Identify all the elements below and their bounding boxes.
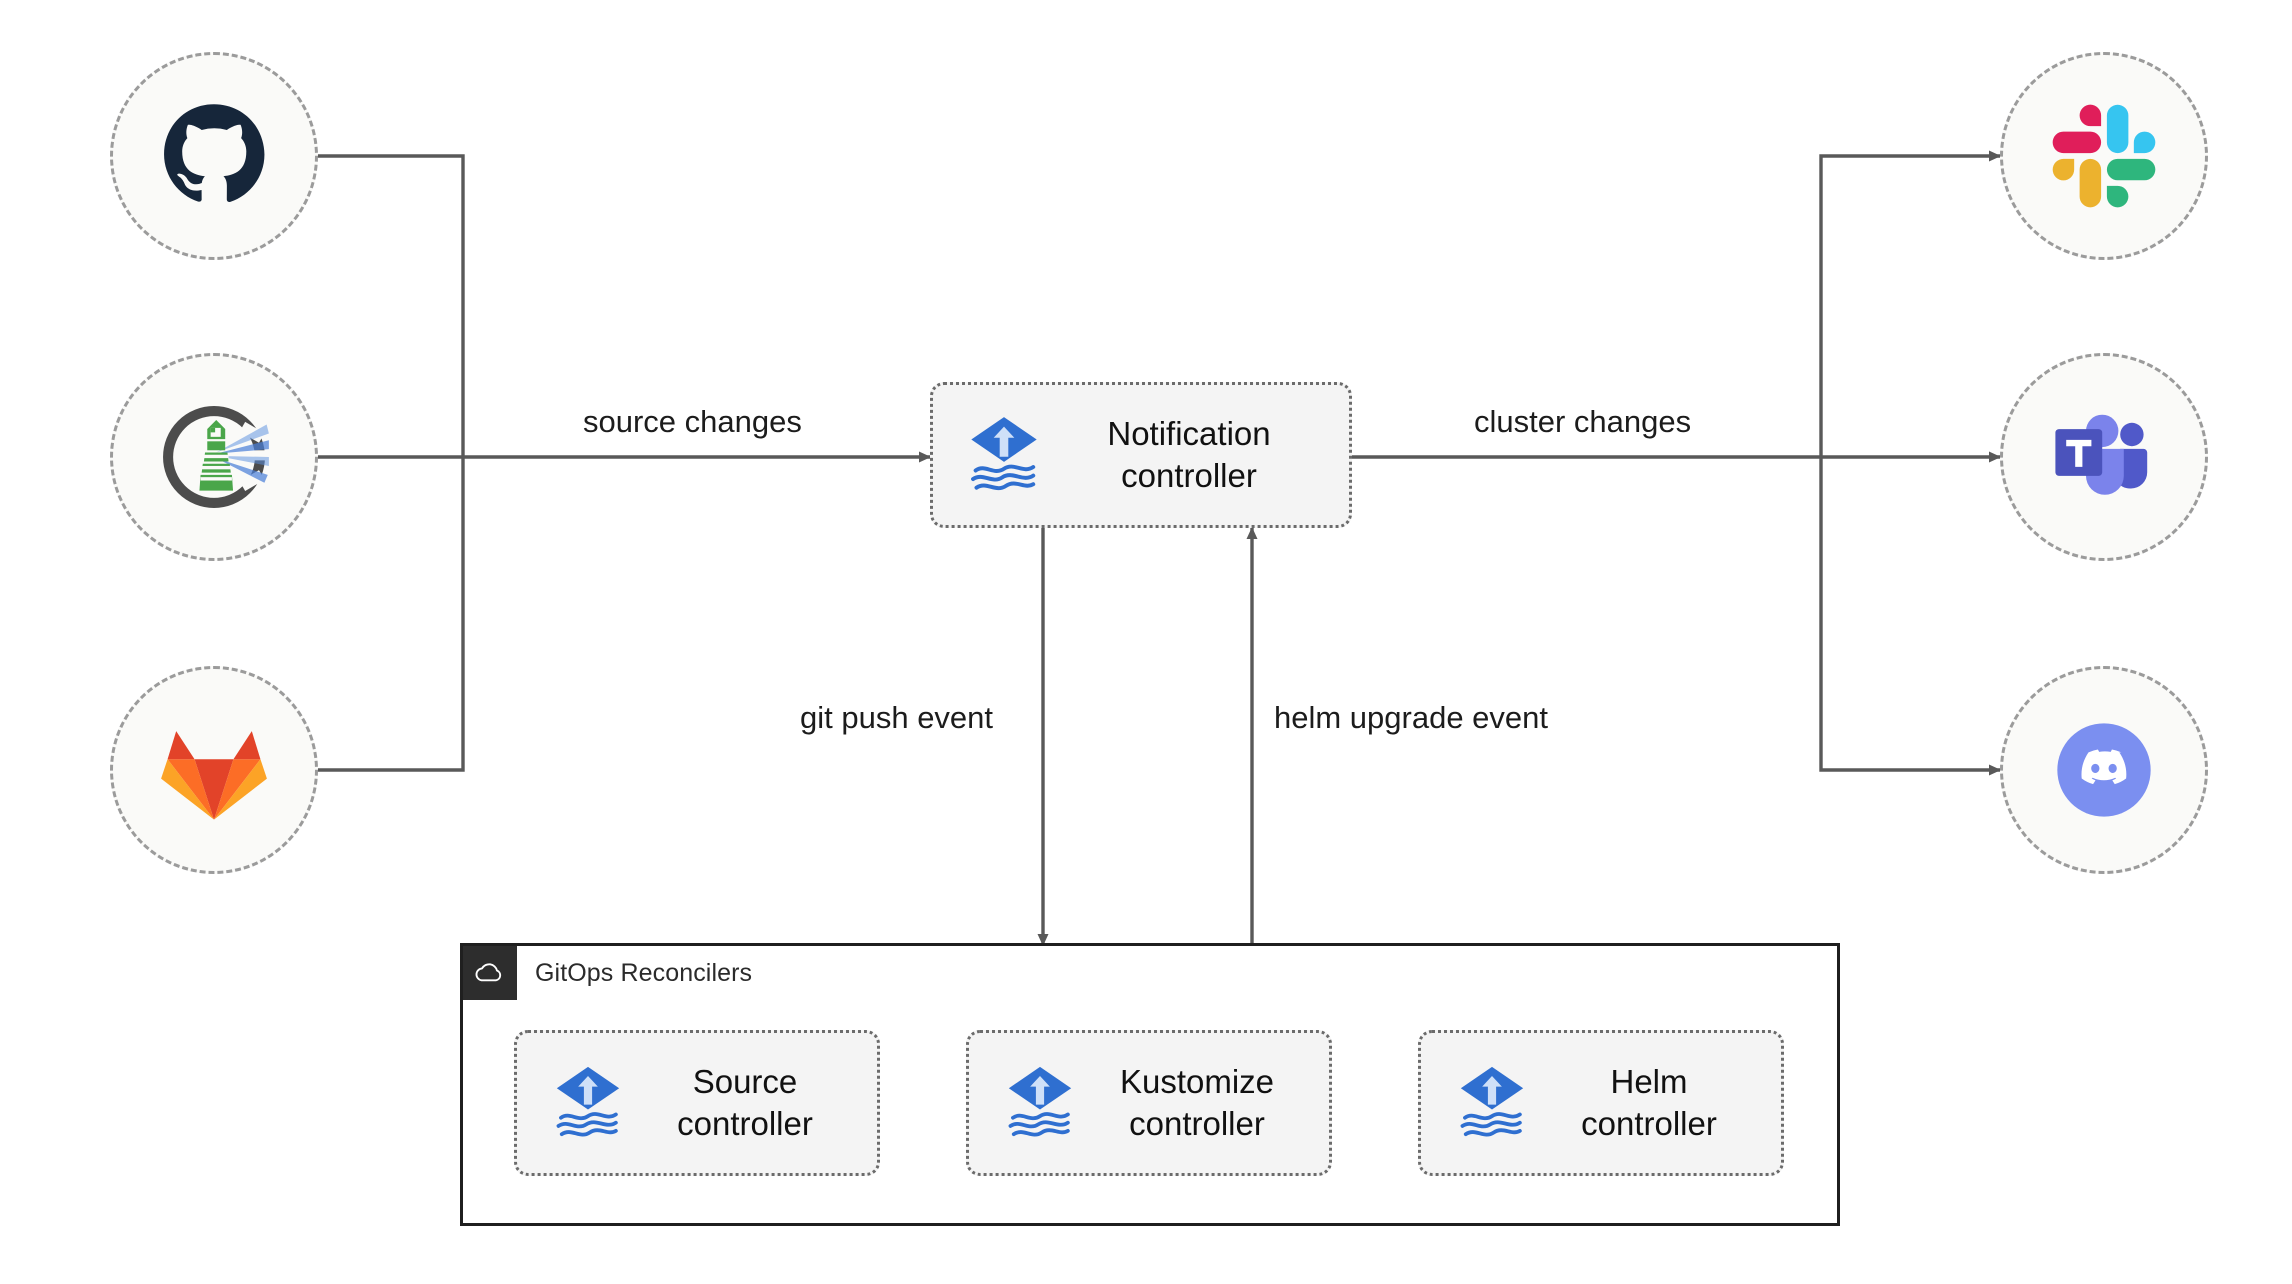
helm-controller-label: Helm controller	[1581, 1063, 1717, 1142]
slack-icon	[2041, 93, 2166, 218]
kustomize-controller-box[interactable]: Kustomize controller	[966, 1030, 1332, 1176]
gitea-icon	[151, 394, 276, 519]
github-icon	[151, 93, 276, 218]
gitlab-icon	[151, 707, 276, 832]
helm-controller-box[interactable]: Helm controller	[1418, 1030, 1784, 1176]
destination-node-teams[interactable]	[2000, 353, 2208, 561]
teams-icon	[2041, 394, 2166, 519]
gitops-group-header: GitOps Reconcilers	[463, 946, 923, 1000]
source-node-gitlab[interactable]	[110, 666, 318, 874]
source-node-gitea[interactable]	[110, 353, 318, 561]
edge-label-helm-upgrade-event: helm upgrade event	[1274, 700, 1549, 735]
edge-label-git-push-event: git push event	[800, 700, 994, 735]
edge-label-cluster-changes: cluster changes	[1474, 404, 1692, 439]
flux-icon	[1447, 1053, 1537, 1153]
flux-icon	[543, 1053, 633, 1153]
notification-controller-box[interactable]: Notification controller	[930, 382, 1352, 528]
notification-controller-label: Notification controller	[1107, 415, 1271, 494]
discord-icon	[2041, 707, 2166, 832]
edge-trunk-to-slack	[1819, 150, 2001, 457]
flux-icon	[959, 405, 1049, 505]
edge-label-source-changes: source changes	[583, 404, 802, 439]
kustomize-controller-label: Kustomize controller	[1119, 1063, 1275, 1142]
destination-node-discord[interactable]	[2000, 666, 2208, 874]
source-controller-box[interactable]: Source controller	[514, 1030, 880, 1176]
cloud-icon	[463, 946, 517, 1000]
gitops-group-title: GitOps Reconcilers	[535, 958, 753, 987]
source-controller-label: Source controller	[677, 1063, 813, 1142]
source-node-github[interactable]	[110, 52, 318, 260]
flux-icon	[995, 1053, 1085, 1153]
edge-trunk-to-discord	[1819, 457, 2001, 776]
destination-node-slack[interactable]	[2000, 52, 2208, 260]
